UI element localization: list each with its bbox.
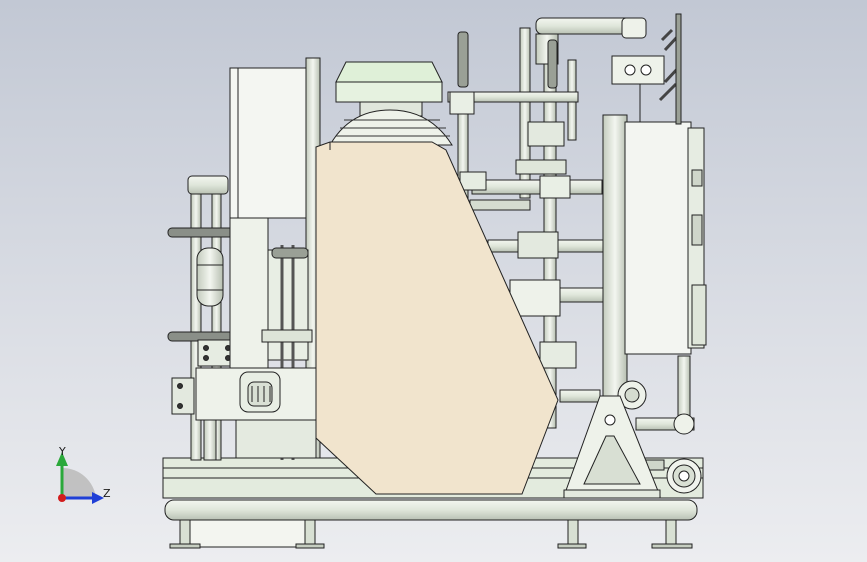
triad-quadrant (62, 467, 96, 498)
electric-motor[interactable] (329, 61, 453, 146)
front-cover-panel[interactable] (315, 141, 559, 495)
pump-base-block[interactable] (171, 367, 317, 461)
x-axis-origin (58, 494, 66, 502)
right-control-cabinet[interactable] (602, 13, 707, 406)
y-axis-head (56, 452, 68, 466)
z-axis-head (92, 492, 104, 504)
y-axis-label: Y (58, 445, 66, 458)
axis-triad: Y Z (56, 445, 111, 504)
a-frame-support[interactable] (563, 395, 661, 499)
z-axis-label: Z (103, 487, 111, 500)
right-lower-piping[interactable] (559, 355, 702, 494)
left-cabinet[interactable] (229, 57, 321, 460)
